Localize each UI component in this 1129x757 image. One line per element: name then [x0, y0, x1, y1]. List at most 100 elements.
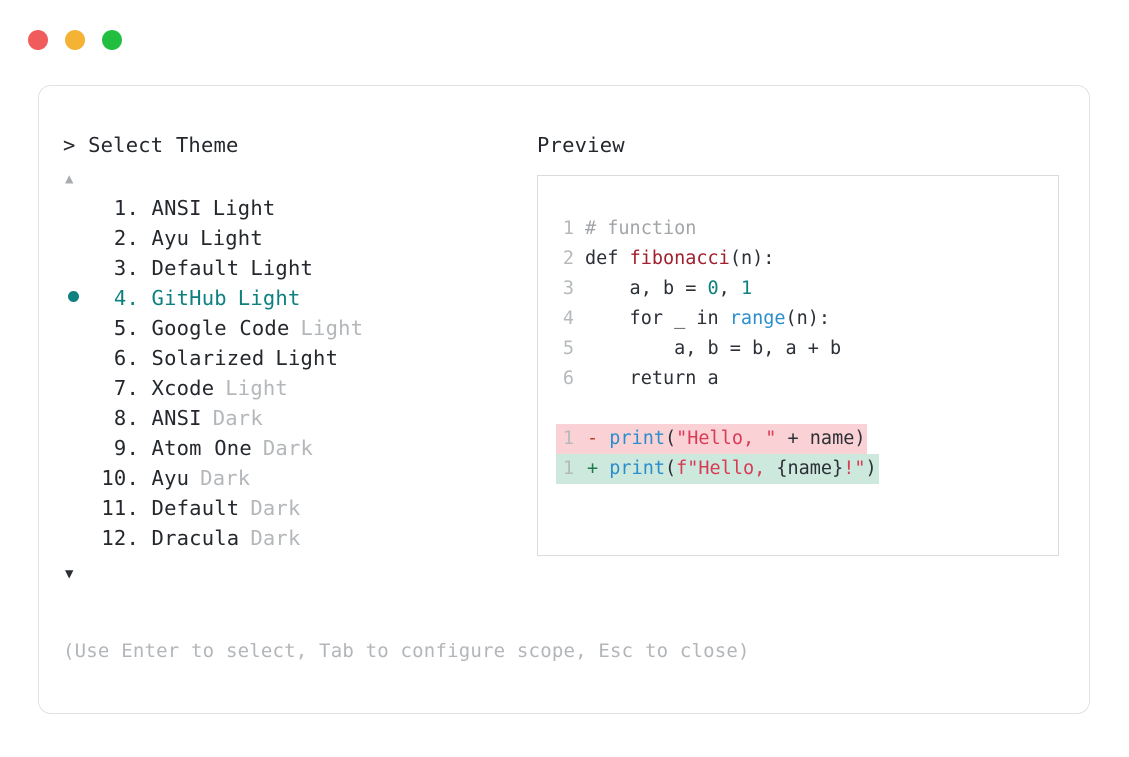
theme-item-variant-tag: Light: [200, 226, 263, 250]
code-token: -: [587, 428, 610, 449]
line-number: 3: [562, 278, 574, 299]
theme-item-number: 4.: [113, 286, 139, 310]
code-line: 4 for _ in range(n):: [556, 304, 1058, 334]
code-token: return a: [585, 368, 719, 389]
code-token: 0: [707, 278, 719, 299]
minimize-dot[interactable]: [65, 30, 85, 50]
preview-label: Preview: [537, 133, 625, 157]
line-number: 6: [562, 368, 574, 389]
code-line-text: a, b = b, a + b: [585, 334, 841, 364]
theme-item-number: 8.: [113, 406, 139, 430]
code-token: 1: [740, 278, 753, 299]
theme-item-variant-tag: Dark: [250, 496, 301, 520]
code-token: (: [664, 428, 677, 449]
diff-line-del: 1- print("Hello, " + name): [556, 424, 1058, 454]
line-number: 4: [562, 308, 574, 329]
code-token: a, b = b, a + b: [585, 338, 842, 359]
selection-bullet-icon: [63, 285, 93, 315]
code-token: a, b =: [585, 278, 708, 299]
theme-item-variant-tag: Light: [212, 196, 276, 220]
code-token: +: [587, 458, 610, 479]
code-token: for _ in: [585, 308, 730, 329]
code-token: range: [729, 308, 786, 329]
theme-item-variant-tag: Dark: [200, 466, 251, 490]
selected-dot-icon: [68, 291, 79, 302]
diff-line-number: 1: [556, 454, 585, 484]
theme-list-item[interactable]: 8. ANSI Dark: [63, 403, 533, 433]
code-token: !": [843, 458, 866, 479]
theme-item-variant-tag: Light: [237, 286, 301, 310]
code-line: 3 a, b = 0, 1: [556, 274, 1058, 304]
keyboard-hint: (Use Enter to select, Tab to configure s…: [63, 640, 750, 662]
theme-item-number: 1.: [113, 196, 139, 220]
code-token: "Hello, ": [676, 428, 777, 449]
code-token: ,: [718, 278, 741, 299]
theme-item-number: 11.: [101, 496, 139, 520]
theme-item-variant-tag: Dark: [212, 406, 263, 430]
code-token: def: [585, 248, 630, 269]
code-token: print: [609, 458, 665, 479]
code-token: # function: [585, 218, 697, 239]
code-line-text: a, b = 0, 1: [585, 274, 753, 304]
theme-item-variant-tag: Light: [300, 316, 364, 340]
theme-item-name: Ayu: [139, 466, 190, 490]
theme-item-name: Xcode: [139, 376, 215, 400]
code-token: (n):: [785, 308, 831, 329]
theme-item-name: Atom One: [139, 436, 252, 460]
theme-item-variant-tag: Light: [275, 346, 339, 370]
code-line: 5 a, b = b, a + b: [556, 334, 1058, 364]
code-token: (n):: [729, 248, 775, 269]
theme-item-variant-tag: Light: [250, 256, 314, 280]
line-number: 5: [562, 338, 574, 359]
theme-item-number: 2.: [113, 226, 139, 250]
theme-list-item[interactable]: 12. Dracula Dark: [63, 523, 533, 553]
theme-item-name: Default: [139, 496, 240, 520]
theme-item-name: ANSI: [139, 406, 202, 430]
code-token: f"Hello,: [676, 458, 777, 479]
code-token: + name): [776, 428, 866, 449]
window-titlebar: [28, 30, 122, 50]
close-dot[interactable]: [28, 30, 48, 50]
theme-item-number: 5.: [113, 316, 139, 340]
theme-item-number: 7.: [113, 376, 139, 400]
code-token: {name}: [776, 458, 844, 479]
theme-item-number: 12.: [101, 526, 139, 550]
theme-item-name: Dracula: [139, 526, 240, 550]
diff-line-number: 1: [556, 424, 585, 454]
code-token: print: [609, 428, 665, 449]
code-token: (: [664, 458, 677, 479]
diff-line-text: - print("Hello, " + name): [585, 424, 868, 454]
theme-item-variant-tag: Dark: [250, 526, 301, 550]
diff-preview: 1- print("Hello, " + name)1+ print(f"Hel…: [538, 424, 1058, 484]
code-line: 1# function: [556, 214, 1058, 244]
theme-list-item[interactable]: 11. Default Dark: [63, 493, 533, 523]
maximize-dot[interactable]: [102, 30, 122, 50]
scroll-up-icon[interactable]: ▲: [65, 171, 74, 187]
code-line-text: return a: [585, 364, 719, 394]
line-number: 2: [562, 248, 574, 269]
code-line-text: # function: [585, 214, 696, 244]
theme-item-number: 3.: [113, 256, 139, 280]
diff-line-add: 1+ print(f"Hello, {name}!"): [556, 454, 1058, 484]
scroll-down-icon[interactable]: ▼: [65, 566, 74, 582]
code-token: ): [865, 458, 877, 479]
diff-line-text: + print(f"Hello, {name}!"): [585, 454, 879, 484]
theme-item-number: 6.: [113, 346, 139, 370]
code-line: 6 return a: [556, 364, 1058, 394]
